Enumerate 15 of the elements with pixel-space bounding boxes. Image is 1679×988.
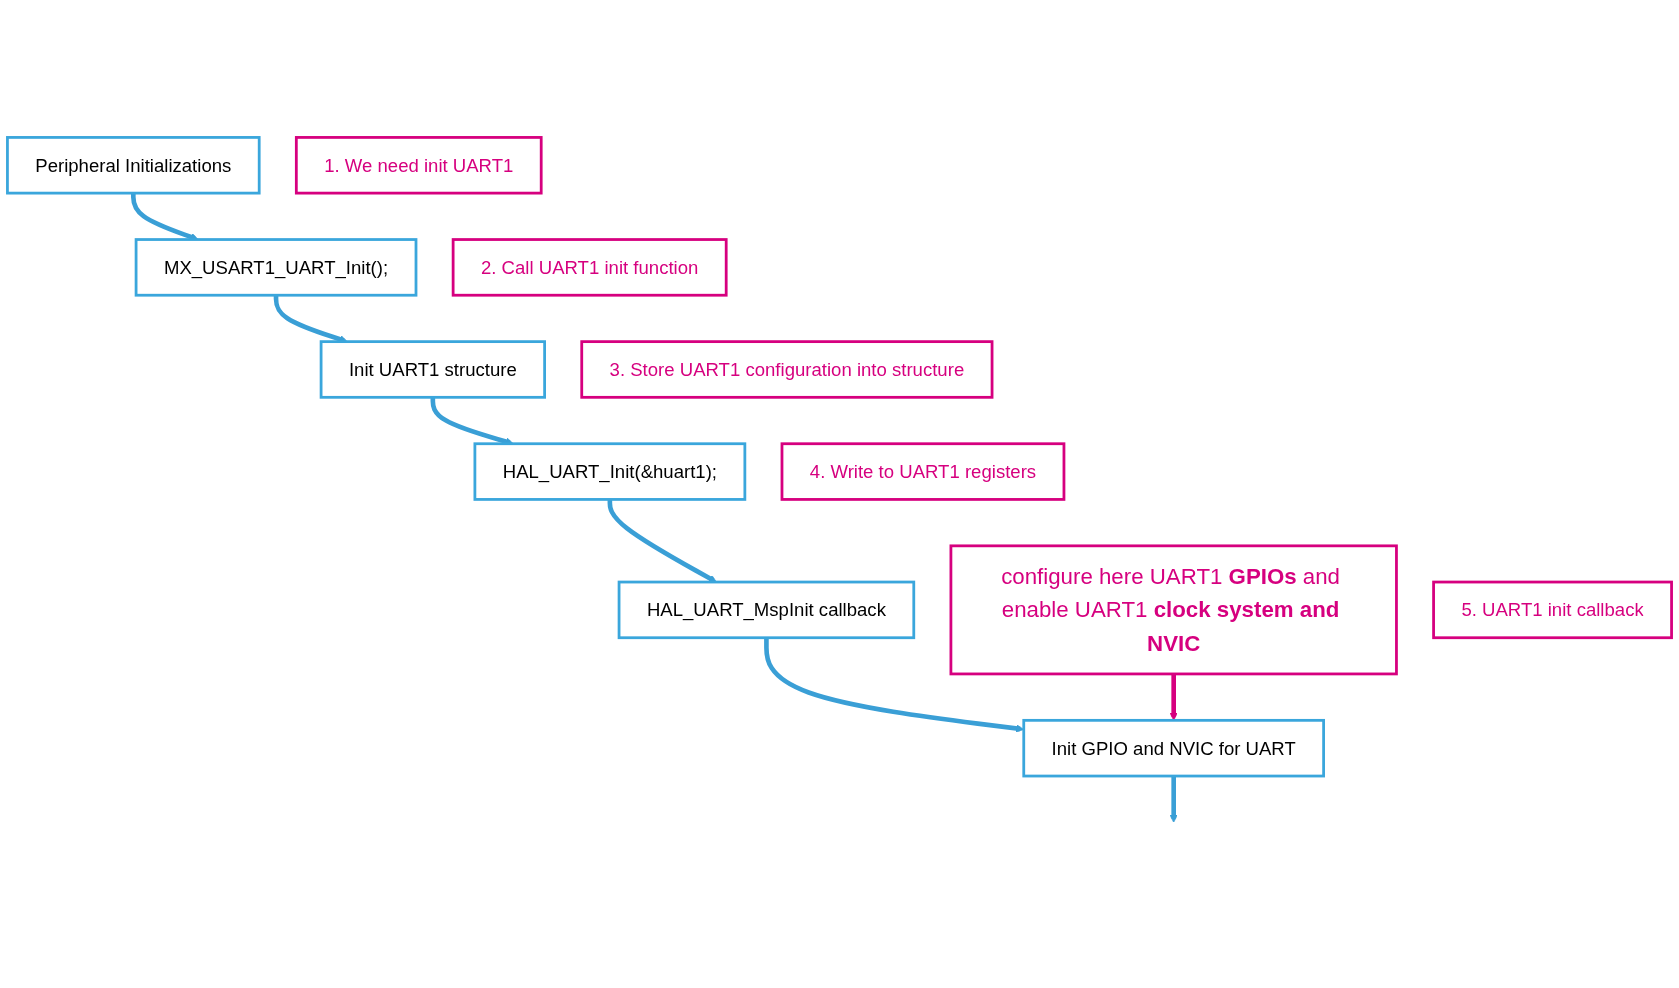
node-box: 1. We need init UART1 (294, 136, 543, 195)
node-box: Init UART1 structure (319, 340, 546, 399)
node-box: Init GPIO and NVIC for UART (1022, 719, 1325, 778)
node-box: configure here UART1 GPIOs and enable UART1 clock system and NVIC (949, 544, 1398, 676)
node-box: 2. Call UART1 init function (451, 238, 728, 297)
arrow (1169, 776, 1178, 823)
arrow (607, 499, 717, 583)
arrow (1169, 674, 1178, 721)
node-box: HAL_UART_MspInit callback (617, 580, 916, 640)
node-box: Peripheral Initializations (6, 136, 261, 195)
node-box: MX_USART1_UART_Init(); (134, 238, 418, 297)
node-box: 5. UART1 init callback (1432, 580, 1673, 640)
node-box: 3. Store UART1 configuration into structure (580, 340, 994, 399)
node-box: HAL_UART_Init(&huart1); (473, 442, 747, 501)
node-box: 4. Write to UART1 registers (780, 442, 1066, 501)
